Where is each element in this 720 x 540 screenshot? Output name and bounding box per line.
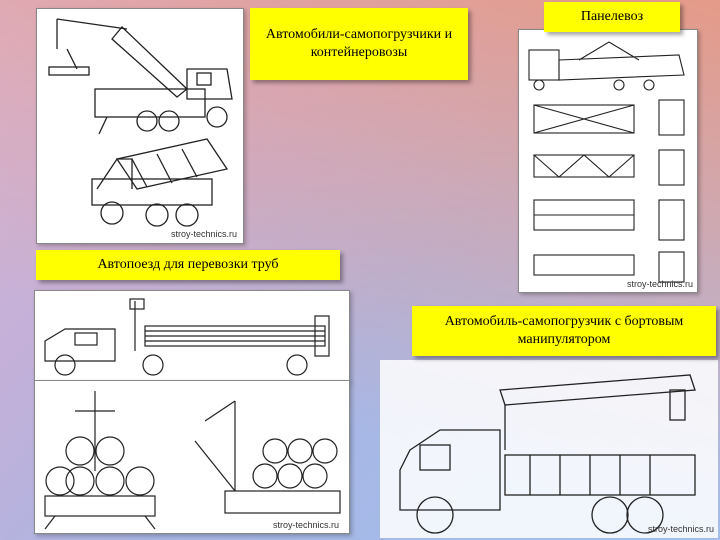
- label-manipulator-truck: Автомобиль-самопогрузчик с бортовым мани…: [412, 306, 716, 356]
- panel-self-loading-trucks: stroy-technics.ru: [36, 8, 244, 244]
- manipulator-truck-drawing: [399, 374, 696, 534]
- label-panel-carrier: Панелевоз: [544, 2, 680, 32]
- watermark-text: stroy-technics.ru: [626, 279, 693, 289]
- watermark-text: stroy-technics.ru: [170, 229, 237, 239]
- self-loading-trucks-drawing: [48, 18, 233, 227]
- panel-panel-carrier: stroy-technics.ru: [518, 29, 698, 293]
- panel-pipe-cross-sections: stroy-technics.ru: [34, 380, 350, 534]
- panel-carrier-drawing: [528, 41, 685, 283]
- pipe-cross-sections-drawing: [44, 391, 341, 530]
- watermark-text: stroy-technics.ru: [647, 524, 714, 534]
- watermark-text: stroy-technics.ru: [272, 520, 339, 530]
- label-self-loading-trucks: Автомобили-самопогрузчики и контейнерово…: [250, 8, 468, 80]
- pipe-road-train-drawing: [44, 298, 330, 376]
- panel-manipulator-truck: stroy-technics.ru: [380, 360, 718, 538]
- panel-pipe-road-train: [34, 290, 350, 382]
- label-pipe-road-train: Автопоезд для перевозки труб: [36, 250, 340, 280]
